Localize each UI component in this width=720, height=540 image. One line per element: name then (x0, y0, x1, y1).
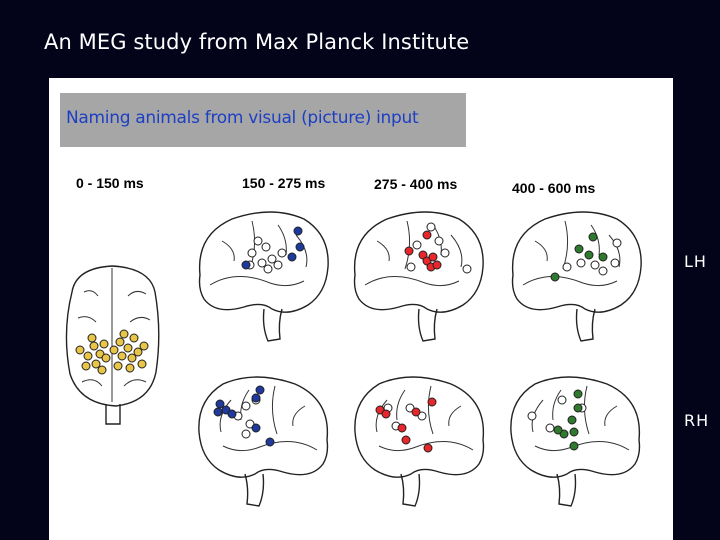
lh-label: LH (684, 252, 707, 271)
brain-rh-400-600 (510, 376, 641, 507)
time-label-0-150: 0 - 150 ms (76, 175, 144, 191)
brain-rh-150-275 (198, 376, 329, 507)
time-label-150-275: 150 - 275 ms (242, 175, 326, 191)
time-label-275-400: 275 - 400 ms (374, 176, 458, 192)
figure-panel (49, 78, 673, 540)
time-label-400-600: 400 - 600 ms (512, 180, 596, 196)
brain-rh-275-400 (354, 376, 485, 507)
caption-box (60, 93, 466, 147)
brain-lh-400-600 (511, 211, 642, 342)
slide-title: An MEG study from Max Planck Institute (44, 30, 470, 54)
brain-lh-275-400 (353, 211, 484, 342)
rh-label: RH (684, 411, 710, 430)
brain-lh-150-275 (198, 211, 329, 342)
figure-caption: Naming animals from visual (picture) inp… (66, 108, 419, 128)
brain-posterior-view (65, 265, 160, 425)
